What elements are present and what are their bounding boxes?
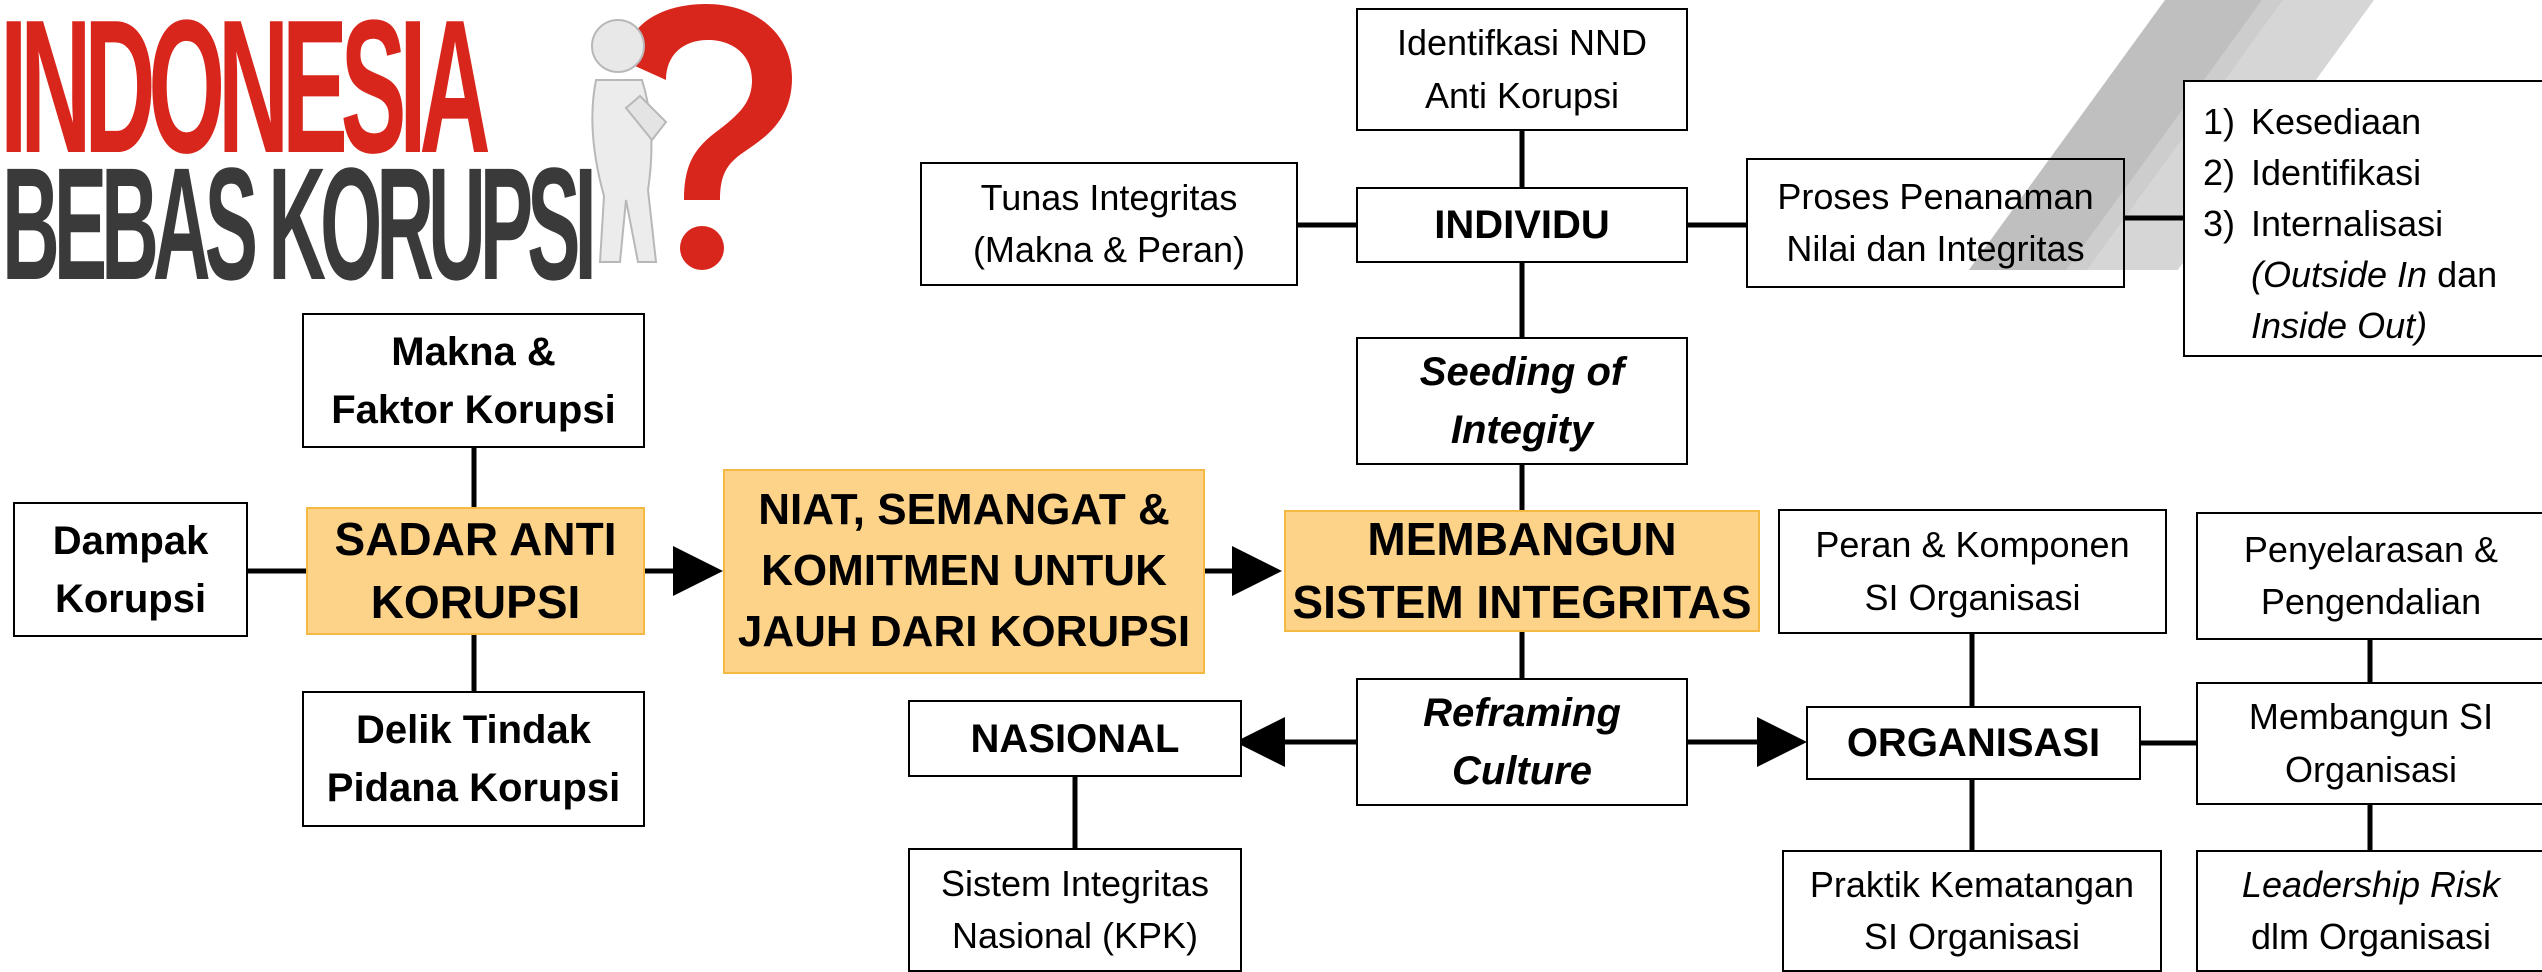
seeding-line-1: Seeding of (1419, 350, 1625, 394)
step-item-3: 3) Internalisasi (2203, 198, 2443, 249)
proses-penanaman-box: Proses Penanaman Nilai dan Integritas (1746, 158, 2125, 288)
niat-semangat-box: NIAT, SEMANGAT & KOMITMEN UNTUK JAUH DAR… (723, 469, 1205, 674)
step-text-2: Identifikasi (2251, 152, 2422, 194)
niat-line-1: NIAT, SEMANGAT & (758, 485, 1170, 535)
tunas-line-2: (Makna & Peran) (972, 229, 1246, 270)
sistem-integritas-nasional-box: Sistem Integritas Nasional (KPK) (908, 848, 1242, 972)
membangun-line-2: SISTEM INTEGRITAS (1292, 576, 1752, 628)
step-num-2: 2) (2203, 152, 2236, 194)
niat-line-2: KOMITMEN UNTUK (761, 546, 1167, 596)
delik-tindak-box: Delik Tindak Pidana Korupsi (302, 691, 645, 827)
step-cont-a-plain: dan (2427, 254, 2498, 296)
step-cont-a: (Outside In dan (2251, 249, 2497, 300)
makna-line-2: Faktor Korupsi (331, 387, 616, 432)
sadar-line-1: SADAR ANTI (334, 512, 617, 565)
step-cont-a-italic: (Outside In (2251, 254, 2428, 296)
step-text-3: Internalisasi (2251, 203, 2444, 245)
tunas-integritas-box: Tunas Integritas (Makna & Peran) (920, 162, 1298, 286)
sistem-nasional-line-1: Sistem Integritas (940, 862, 1210, 904)
membangun-line-1: MEMBANGUN (1367, 512, 1677, 565)
praktik-line-1: Praktik Kematangan (1809, 863, 2135, 905)
nasional-box: NASIONAL (908, 700, 1242, 777)
penyelarasan-line-1: Penyelarasan & (2243, 528, 2499, 570)
peran-line-2: SI Organisasi (1864, 576, 2081, 618)
leadership-line-2: dlm Organisasi (2250, 916, 2492, 957)
delik-line-2: Pidana Korupsi (326, 766, 621, 810)
peran-line-1: Peran & Komponen (1815, 524, 2130, 566)
nasional-label: NASIONAL (970, 716, 1180, 761)
internalisasi-steps-box: 1) Kesediaan 2) Identifikasi 3) Internal… (2183, 80, 2542, 357)
step-item-3-cont-a: (Outside In dan (2203, 249, 2497, 300)
step-text-1: Kesediaan (2251, 101, 2422, 142)
peran-komponen-box: Peran & Komponen SI Organisasi (1778, 509, 2167, 634)
organisasi-box: ORGANISASI (1806, 706, 2141, 780)
penyelarasan-line-2: Pengendalian (2260, 581, 2482, 622)
indonesia-bebas-korupsi-logo: INDONESIA BEBAS KORUPSI (0, 0, 814, 313)
praktik-line-2: SI Organisasi (1863, 916, 2081, 957)
leadership-line-1: Leadership Risk (2241, 863, 2501, 905)
step-item-1: 1) Kesediaan (2203, 96, 2421, 147)
penyelarasan-box: Penyelarasan & Pengendalian (2196, 512, 2542, 640)
step-item-2: 2) Identifikasi (2203, 147, 2421, 198)
seeding-of-integrity-box: Seeding of Integity (1356, 337, 1688, 465)
step-num-1: 1) (2203, 101, 2236, 142)
identifikasi-line-1: Identifkasi NND (1396, 22, 1648, 64)
organisasi-label: ORGANISASI (1846, 721, 2101, 765)
sadar-line-2: KORUPSI (370, 576, 581, 628)
dampak-line-2: Korupsi (54, 576, 207, 621)
reframing-culture-box: Reframing Culture (1356, 678, 1688, 806)
tunas-line-1: Tunas Integritas (980, 176, 1238, 218)
sistem-nasional-line-2: Nasional (KPK) (951, 915, 1199, 956)
membangun-sistem-integritas-box: MEMBANGUN SISTEM INTEGRITAS (1284, 510, 1760, 632)
logo-line-2: BEBAS KORUPSI (2, 134, 597, 313)
reframing-line-2: Culture (1452, 749, 1592, 793)
identifikasi-nnd-box: Identifkasi NND Anti Korupsi (1356, 8, 1688, 131)
sadar-anti-korupsi-box: SADAR ANTI KORUPSI (306, 507, 645, 635)
proses-line-2: Nilai dan Integritas (1786, 228, 2085, 269)
makna-faktor-box: Makna & Faktor Korupsi (302, 313, 645, 448)
membangun-si-line-2: Organisasi (2284, 748, 2458, 790)
individu-box: INDIVIDU (1356, 187, 1688, 263)
delik-line-1: Delik Tindak (356, 708, 591, 752)
leadership-risk-box: Leadership Risk dlm Organisasi (2196, 850, 2542, 972)
logo-line-1: INDONESIA (0, 0, 491, 193)
praktik-kematangan-box: Praktik Kematangan SI Organisasi (1782, 850, 2162, 972)
membangun-si-line-1: Membangun SI (2248, 696, 2494, 738)
proses-line-1: Proses Penanaman (1777, 175, 2094, 217)
seeding-line-2: Integity (1450, 408, 1594, 452)
step-cont-b-italic: Inside Out) (2251, 305, 2428, 347)
question-mark-figure-icon (591, 4, 792, 270)
individu-label: INDIVIDU (1434, 203, 1610, 247)
dampak-line-1: Dampak (52, 518, 209, 563)
step-item-3-cont-b: Inside Out) (2203, 300, 2427, 351)
dampak-korupsi-box: Dampak Korupsi (13, 502, 248, 637)
makna-line-1: Makna & (391, 329, 556, 374)
reframing-line-1: Reframing (1423, 691, 1621, 735)
step-num-3: 3) (2203, 203, 2236, 245)
identifikasi-line-2: Anti Korupsi (1424, 74, 1620, 116)
membangun-si-organisasi-box: Membangun SI Organisasi (2196, 682, 2542, 805)
niat-line-3: JAUH DARI KORUPSI (737, 606, 1191, 656)
